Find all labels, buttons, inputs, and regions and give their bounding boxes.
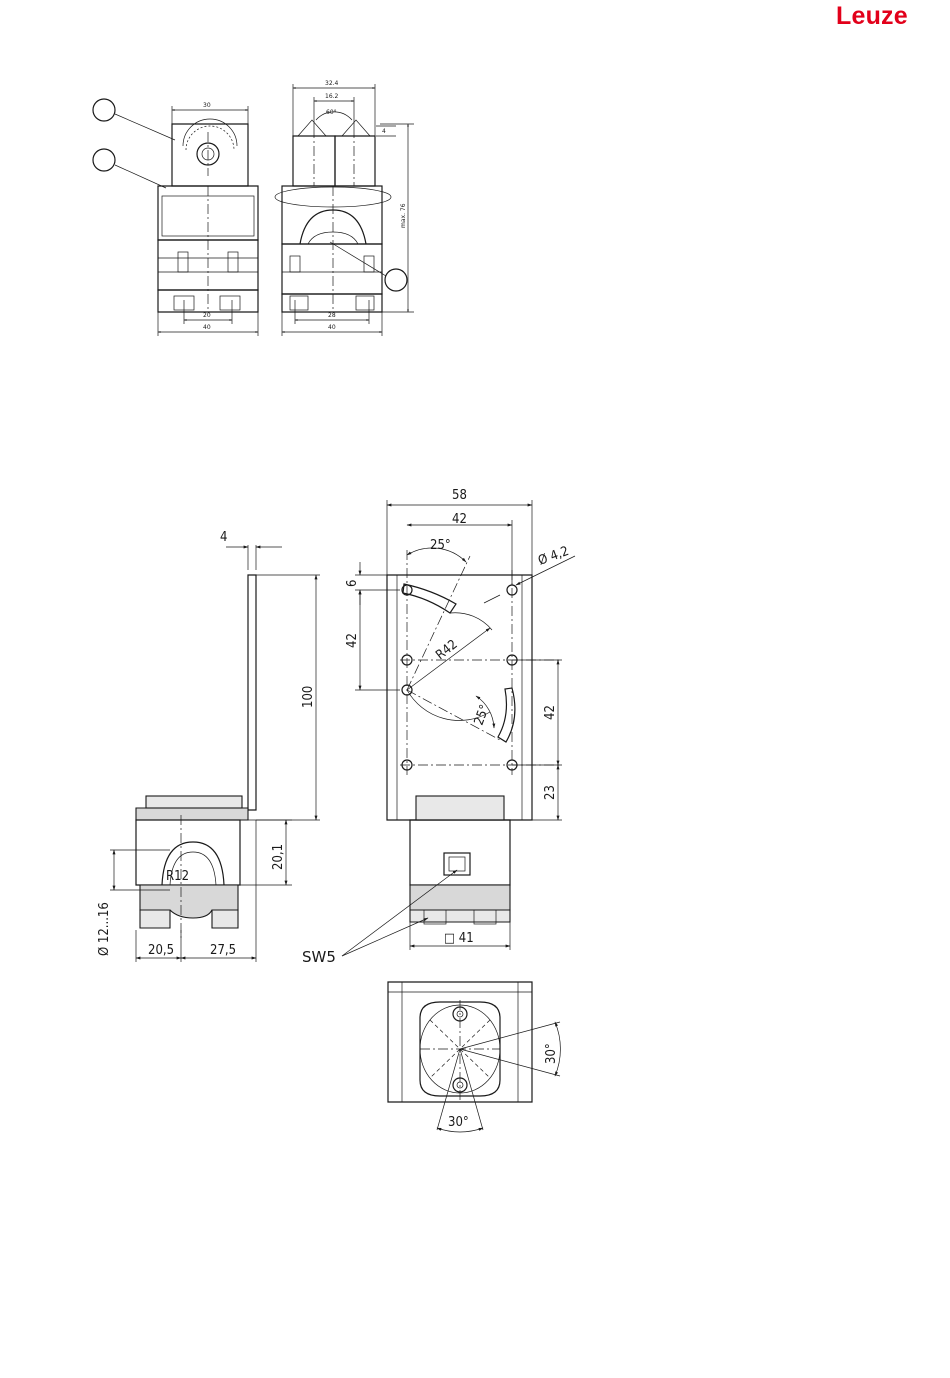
svg-text:R12: R12	[166, 869, 189, 884]
svg-text:40: 40	[203, 324, 211, 331]
svg-text:27,5: 27,5	[210, 943, 236, 958]
top-left-view: 30 20 40	[93, 99, 258, 336]
svg-text:SW5: SW5	[302, 948, 336, 966]
svg-text:30: 30	[203, 102, 211, 109]
svg-text:20,5: 20,5	[148, 943, 174, 958]
svg-text:max. 76: max. 76	[400, 203, 407, 228]
bracket-front-plate	[387, 575, 532, 820]
svg-text:20,1: 20,1	[271, 844, 286, 870]
svg-text:42: 42	[452, 512, 467, 527]
svg-text:42: 42	[345, 633, 360, 648]
svg-text:28: 28	[328, 312, 336, 319]
bracket-plate	[248, 575, 256, 810]
svg-text:42: 42	[543, 705, 558, 720]
svg-text:25°: 25°	[472, 703, 493, 728]
svg-text:60°: 60°	[326, 109, 337, 116]
svg-text:30°: 30°	[544, 1043, 559, 1064]
svg-text:40: 40	[328, 324, 336, 331]
svg-text:32.4: 32.4	[325, 80, 339, 87]
svg-text:30°: 30°	[448, 1115, 469, 1130]
svg-text:16.2: 16.2	[325, 93, 339, 100]
svg-text:4: 4	[220, 530, 227, 545]
side-view: 100 4 R12 20,1 Ø 12...16 20,5 27,5	[97, 530, 320, 962]
svg-text:20: 20	[203, 312, 211, 319]
svg-text:25°: 25°	[430, 538, 451, 553]
front-view: R42 58 42 25° Ø 4,2 6 42 25°	[302, 488, 575, 966]
bottom-view: 30° 30°	[388, 982, 560, 1132]
svg-text:4: 4	[382, 128, 386, 135]
callout-1	[93, 99, 115, 121]
svg-text:□ 41: □ 41	[444, 931, 474, 946]
callout-3	[385, 269, 407, 291]
svg-text:Ø 4,2: Ø 4,2	[536, 544, 571, 569]
svg-text:6: 6	[345, 580, 360, 587]
svg-text:58: 58	[452, 488, 467, 503]
svg-text:100: 100	[301, 686, 316, 708]
top-right-view: 32.4 16.2 60° 4 max. 76 28 40	[275, 80, 414, 336]
svg-text:23: 23	[543, 785, 558, 800]
svg-text:Ø 12...16: Ø 12...16	[97, 902, 112, 956]
callout-2	[93, 149, 115, 171]
svg-text:R42: R42	[433, 637, 460, 663]
